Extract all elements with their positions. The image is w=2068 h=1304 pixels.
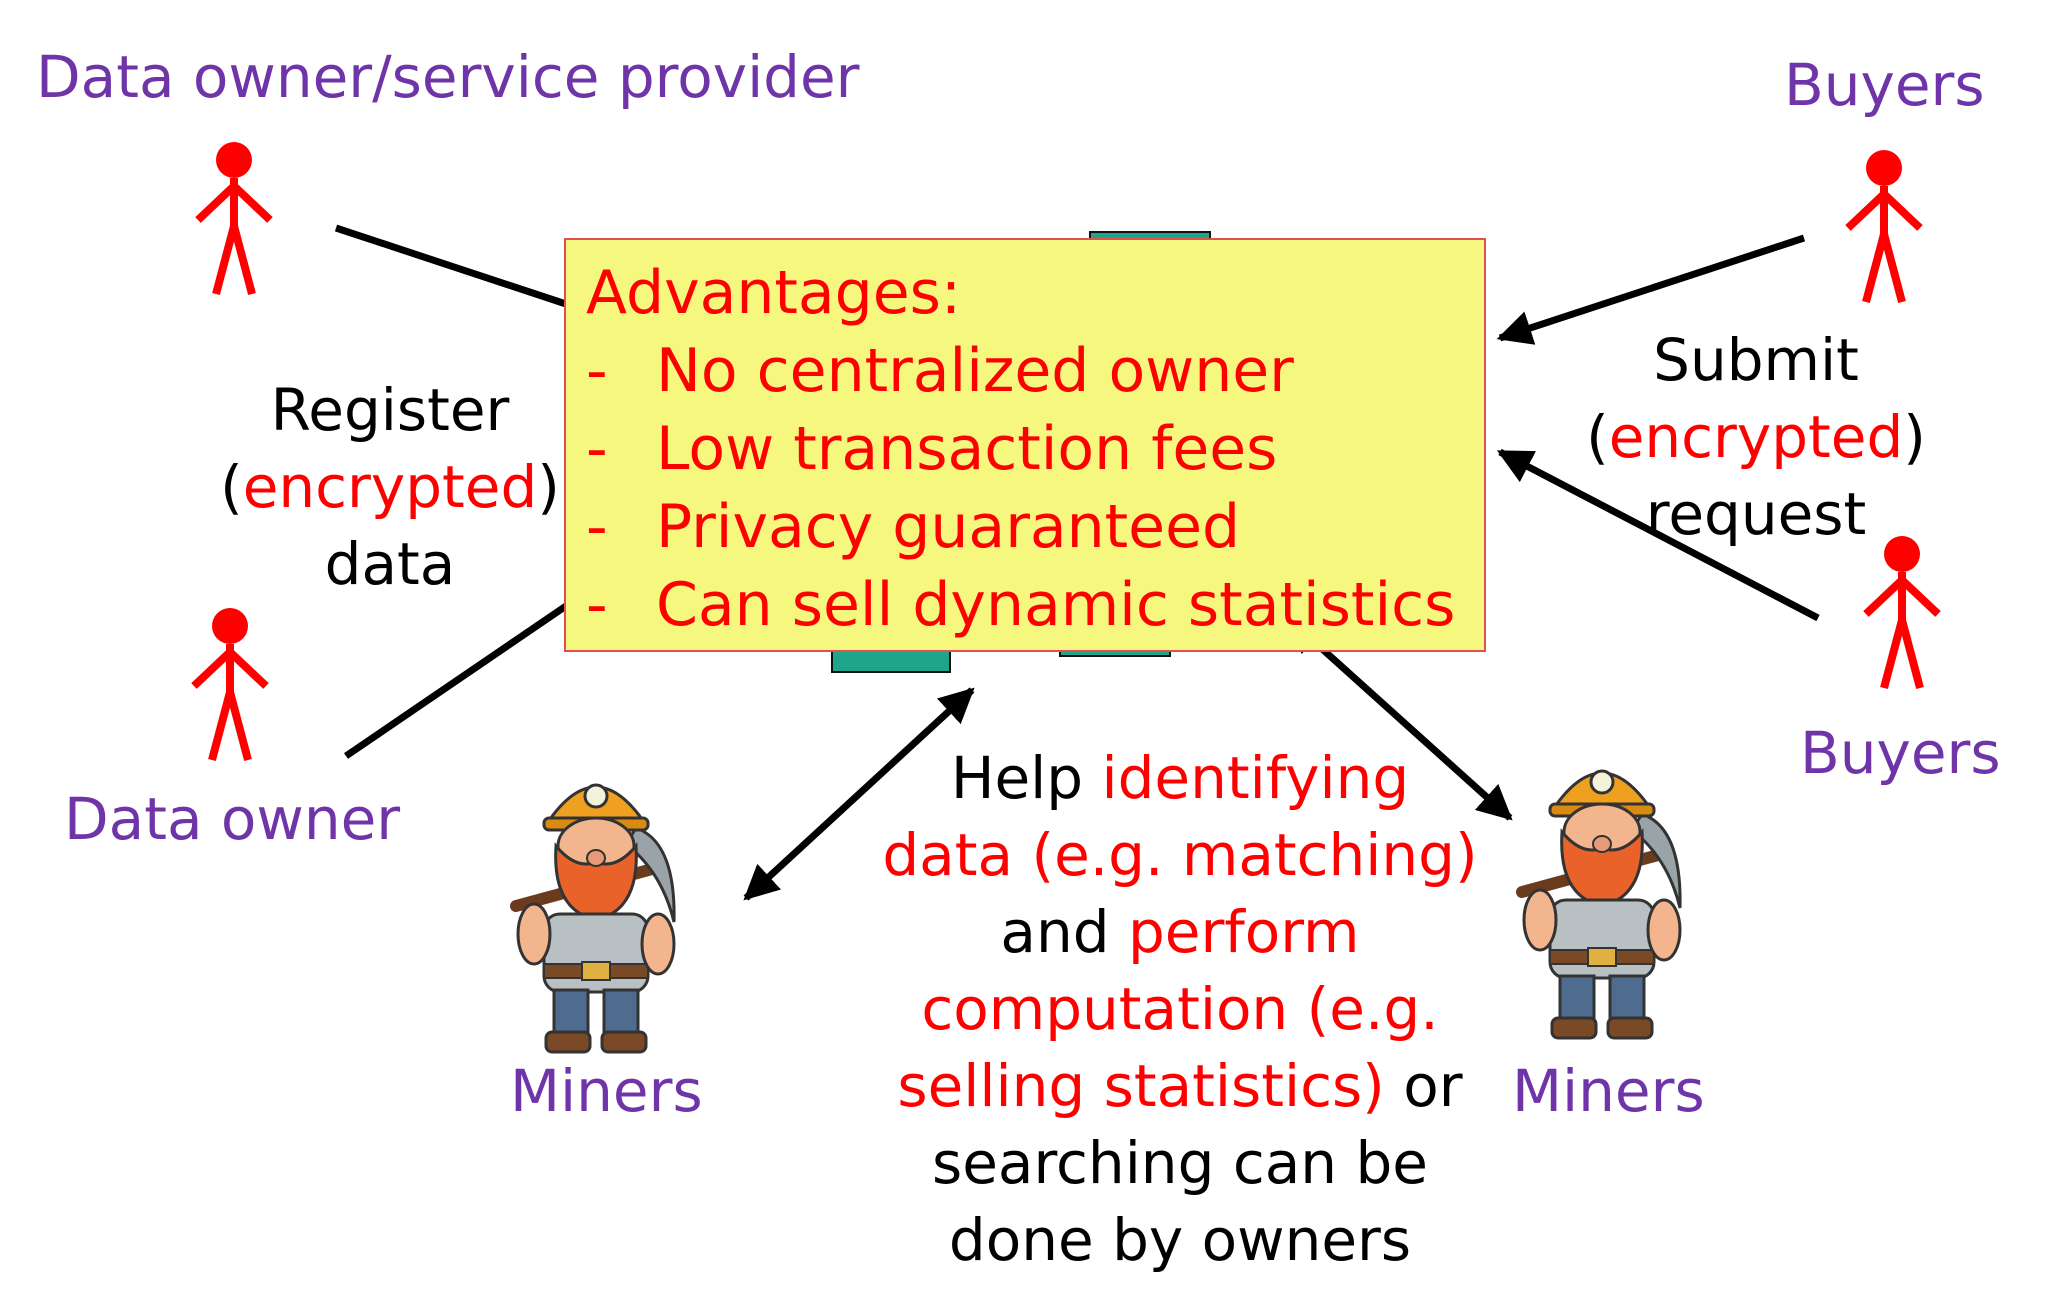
advantage-text: Can sell dynamic statistics	[656, 570, 1456, 640]
stick-figure-icon	[1848, 150, 1920, 302]
register-line1: Register	[270, 376, 510, 444]
help-line2: data (e.g. matching)	[882, 821, 1478, 889]
advantage-dash: -	[586, 414, 608, 484]
miners-left-arrow	[743, 687, 975, 901]
submit-line3: request	[1645, 480, 1867, 548]
advantage-item: -Privacy guaranteed	[586, 488, 1464, 566]
submit-encrypted: encrypted	[1608, 403, 1904, 471]
advantage-dash: -	[586, 570, 608, 640]
actor-label-data-owner-provider: Data owner/service provider	[36, 43, 860, 111]
actor-label-miners-left: Miners	[510, 1057, 703, 1125]
actor-label-buyers-top: Buyers	[1784, 51, 1985, 119]
advantage-text: Low transaction fees	[656, 414, 1278, 484]
advantage-item: -Low transaction fees	[586, 410, 1464, 488]
advantage-dash: -	[586, 336, 608, 406]
submit-line1: Submit	[1653, 326, 1859, 394]
help-line3: and perform	[820, 894, 1540, 971]
advantages-box: Advantages: -No centralized owner -Low t…	[564, 238, 1486, 652]
help-word: Help	[950, 744, 1102, 812]
register-line3: data	[324, 530, 456, 598]
actor-label-miners-right: Miners	[1512, 1057, 1705, 1125]
advantage-item: -No centralized owner	[586, 332, 1464, 410]
actor-label-data-owner: Data owner	[64, 785, 401, 853]
help-and: and	[1000, 898, 1128, 966]
stick-figure-icon	[198, 142, 270, 294]
help-identifying: identifying	[1101, 744, 1410, 812]
help-or: or	[1384, 1052, 1463, 1120]
register-open-paren: (	[220, 453, 243, 521]
actor-label-buyers-bottom: Buyers	[1800, 719, 2001, 787]
submit-label: Submit (encrypted) request	[1546, 322, 1966, 553]
advantage-item: -Can sell dynamic statistics	[586, 566, 1464, 644]
help-line6: searching can be	[932, 1129, 1428, 1197]
help-line5: selling statistics) or	[820, 1048, 1540, 1125]
advantage-text: Privacy guaranteed	[656, 492, 1241, 562]
help-line4: computation (e.g.	[921, 975, 1439, 1043]
submit-close-paren: )	[1903, 403, 1926, 471]
submit-arrow-bottom	[1496, 448, 1820, 622]
advantages-title: Advantages:	[586, 258, 962, 328]
stick-figure-icon	[1866, 536, 1938, 688]
register-encrypted: encrypted	[242, 453, 538, 521]
help-line1: Help identifying	[820, 740, 1540, 817]
miner-icon	[516, 785, 674, 1052]
register-line2: (encrypted)	[190, 449, 590, 526]
stick-figure-icon	[194, 608, 266, 760]
submit-arrow-top	[1496, 234, 1806, 345]
miner-icon	[1522, 771, 1680, 1038]
advantage-text: No centralized owner	[656, 336, 1294, 406]
submit-open-paren: (	[1586, 403, 1609, 471]
help-selling: selling statistics)	[897, 1052, 1385, 1120]
miners-right-arrow	[1287, 617, 1513, 821]
register-close-paren: )	[537, 453, 560, 521]
register-label: Register (encrypted) data	[190, 372, 590, 603]
register-line-top	[334, 224, 568, 308]
register-line-bottom	[344, 603, 568, 759]
help-line7: done by owners	[948, 1206, 1412, 1274]
miners-help-text: Help identifying data (e.g. matching) an…	[820, 740, 1540, 1279]
help-perform: perform	[1127, 898, 1360, 966]
advantage-dash: -	[586, 492, 608, 562]
submit-line2: (encrypted)	[1546, 399, 1966, 476]
